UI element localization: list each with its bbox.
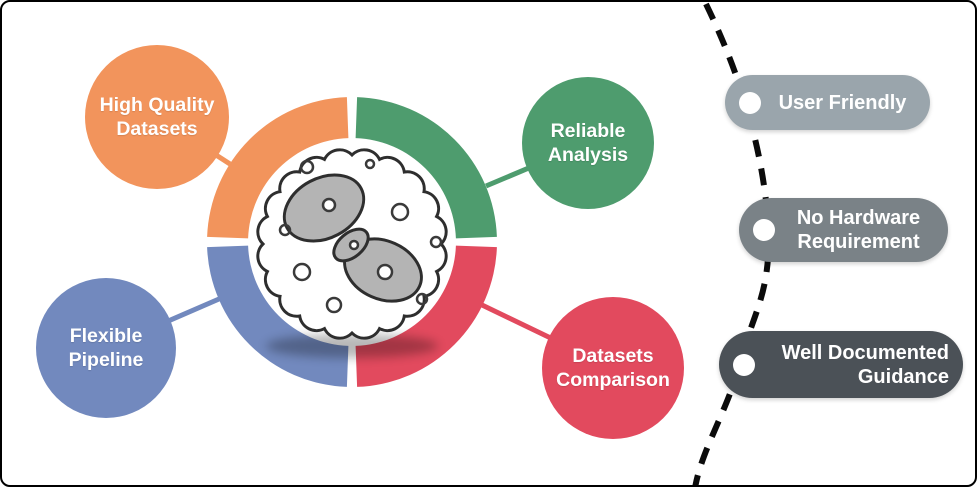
node-flexible-pipeline: Flexible Pipeline: [36, 278, 176, 418]
white-blood-cell-illustration: [256, 148, 448, 358]
cell-vacuole: [348, 239, 360, 251]
feature-label: Well Documented Guidance: [781, 341, 949, 388]
cell-granule: [299, 159, 315, 175]
node-label: High Quality Datasets: [99, 93, 215, 140]
bullet-dot-icon: [733, 353, 755, 376]
bullet-dot-icon: [753, 219, 775, 241]
feature-pill-well-documented-guidance: Well Documented Guidance: [719, 331, 963, 398]
cell-granule: [325, 296, 343, 314]
cell-shadow: [266, 334, 438, 358]
ring-segment-top-left: [207, 97, 349, 239]
node-datasets-comparison: Datasets Comparison: [542, 297, 684, 439]
node-label: Flexible Pipeline: [68, 324, 144, 371]
feature-pill-no-hardware-requirement: No Hardware Requirement: [739, 198, 948, 262]
cell-granule: [415, 292, 429, 306]
cell-granule: [429, 235, 443, 249]
cell-granule: [292, 262, 312, 282]
feature-label: No Hardware Requirement: [796, 207, 921, 253]
node-label: Reliable Analysis: [547, 119, 629, 166]
ring-segment-top-right: [355, 97, 497, 239]
cell-vacuole: [376, 263, 394, 281]
feature-label: User Friendly: [778, 91, 907, 114]
node-reliable-analysis: Reliable Analysis: [522, 77, 654, 209]
node-high-quality-datasets: High Quality Datasets: [85, 45, 229, 189]
cell-granule: [390, 202, 410, 222]
cell-vacuole: [321, 197, 337, 213]
cell-granule: [364, 158, 376, 170]
node-label: Datasets Comparison: [556, 344, 670, 391]
cell-granule: [278, 223, 292, 237]
feature-pill-user-friendly: User Friendly: [725, 75, 930, 130]
bullet-dot-icon: [739, 91, 761, 114]
